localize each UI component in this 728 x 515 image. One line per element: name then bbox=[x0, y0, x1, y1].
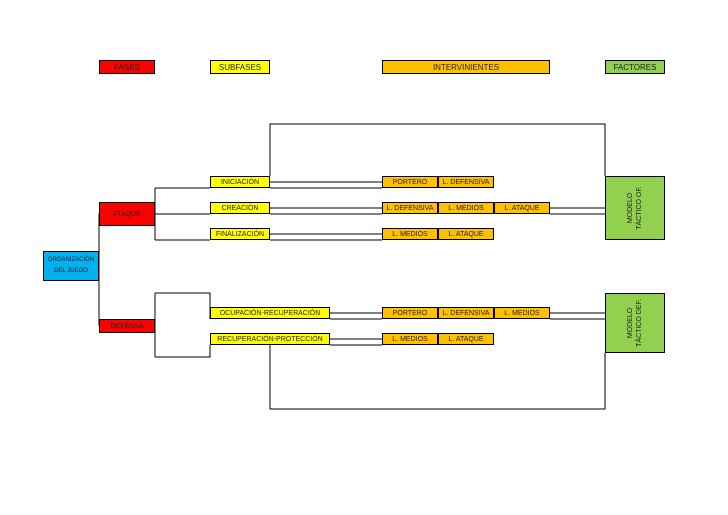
iniciacion-link-line bbox=[270, 181, 382, 189]
interviniente-recuperacion-1: L. MEDIOS bbox=[382, 333, 438, 345]
header-subfases: SUBFASES bbox=[210, 60, 270, 74]
factor-modelo-defensivo-label: MODELO TÁCTICO DEF. bbox=[627, 299, 643, 347]
interviniente-ocupacion-3: L. MEDIOS bbox=[494, 307, 550, 319]
subfase-iniciacion: INICIACIÓN bbox=[210, 176, 270, 188]
root-branch-line bbox=[98, 213, 100, 326]
creacion-factor-line bbox=[550, 207, 605, 215]
factor-modelo-ofensivo: MODELO TÁCTICO OF. bbox=[605, 176, 665, 240]
interviniente-finalizacion-1: L. MEDIOS bbox=[382, 228, 438, 240]
factor-modelo-defensivo: MODELO TÁCTICO DEF. bbox=[605, 293, 665, 353]
subfase-ocupacion: OCUPACIÓN-RECUPERACIÓN bbox=[210, 307, 330, 319]
interviniente-iniciacion-2: L. DEFENSIVA bbox=[438, 176, 494, 188]
interviniente-iniciacion-1: PORTERO bbox=[382, 176, 438, 188]
recuperacion-link-line bbox=[330, 338, 382, 346]
interviniente-ocupacion-1: PORTERO bbox=[382, 307, 438, 319]
bottom-loop-line bbox=[269, 345, 606, 410]
ocupacion-link-line bbox=[330, 312, 382, 320]
interviniente-finalizacion-2: L. ATAQUE bbox=[438, 228, 494, 240]
creacion-link-line bbox=[270, 207, 382, 215]
top-loop-line bbox=[269, 123, 606, 176]
finalizacion-link-line bbox=[270, 233, 382, 241]
factor-modelo-ofensivo-label: MODELO TÁCTICO OF. bbox=[627, 186, 643, 230]
interviniente-creacion-2: L. MEDIOS bbox=[438, 202, 494, 214]
interviniente-recuperacion-2: L. ATAQUE bbox=[438, 333, 494, 345]
fase-ataque: ATAQUE bbox=[99, 202, 155, 226]
ataque-bracket-line bbox=[154, 187, 210, 241]
ocupacion-factor-line bbox=[550, 312, 605, 320]
interviniente-creacion-3: L. ATAQUE bbox=[494, 202, 550, 214]
fase-defensa: DEFENSA bbox=[99, 319, 155, 333]
header-factores: FACTORES bbox=[605, 60, 665, 74]
header-intervinientes: INTERVINIENTES bbox=[382, 60, 550, 74]
interviniente-creacion-1: L. DEFENSIVA bbox=[382, 202, 438, 214]
defensa-bracket-line bbox=[154, 292, 211, 358]
header-fases: FASES bbox=[99, 60, 155, 74]
interviniente-ocupacion-2: L. DEFENSIVA bbox=[438, 307, 494, 319]
subfase-recuperacion: RECUPERACIÓN-PROTECCIÓN bbox=[210, 333, 330, 345]
subfase-creacion: CREACIÓN bbox=[210, 202, 270, 214]
root-node: ORGANIZACIÓN DEL JUEGO bbox=[43, 251, 99, 281]
subfase-finalizacion: FINALIZACIÓN bbox=[210, 228, 270, 240]
